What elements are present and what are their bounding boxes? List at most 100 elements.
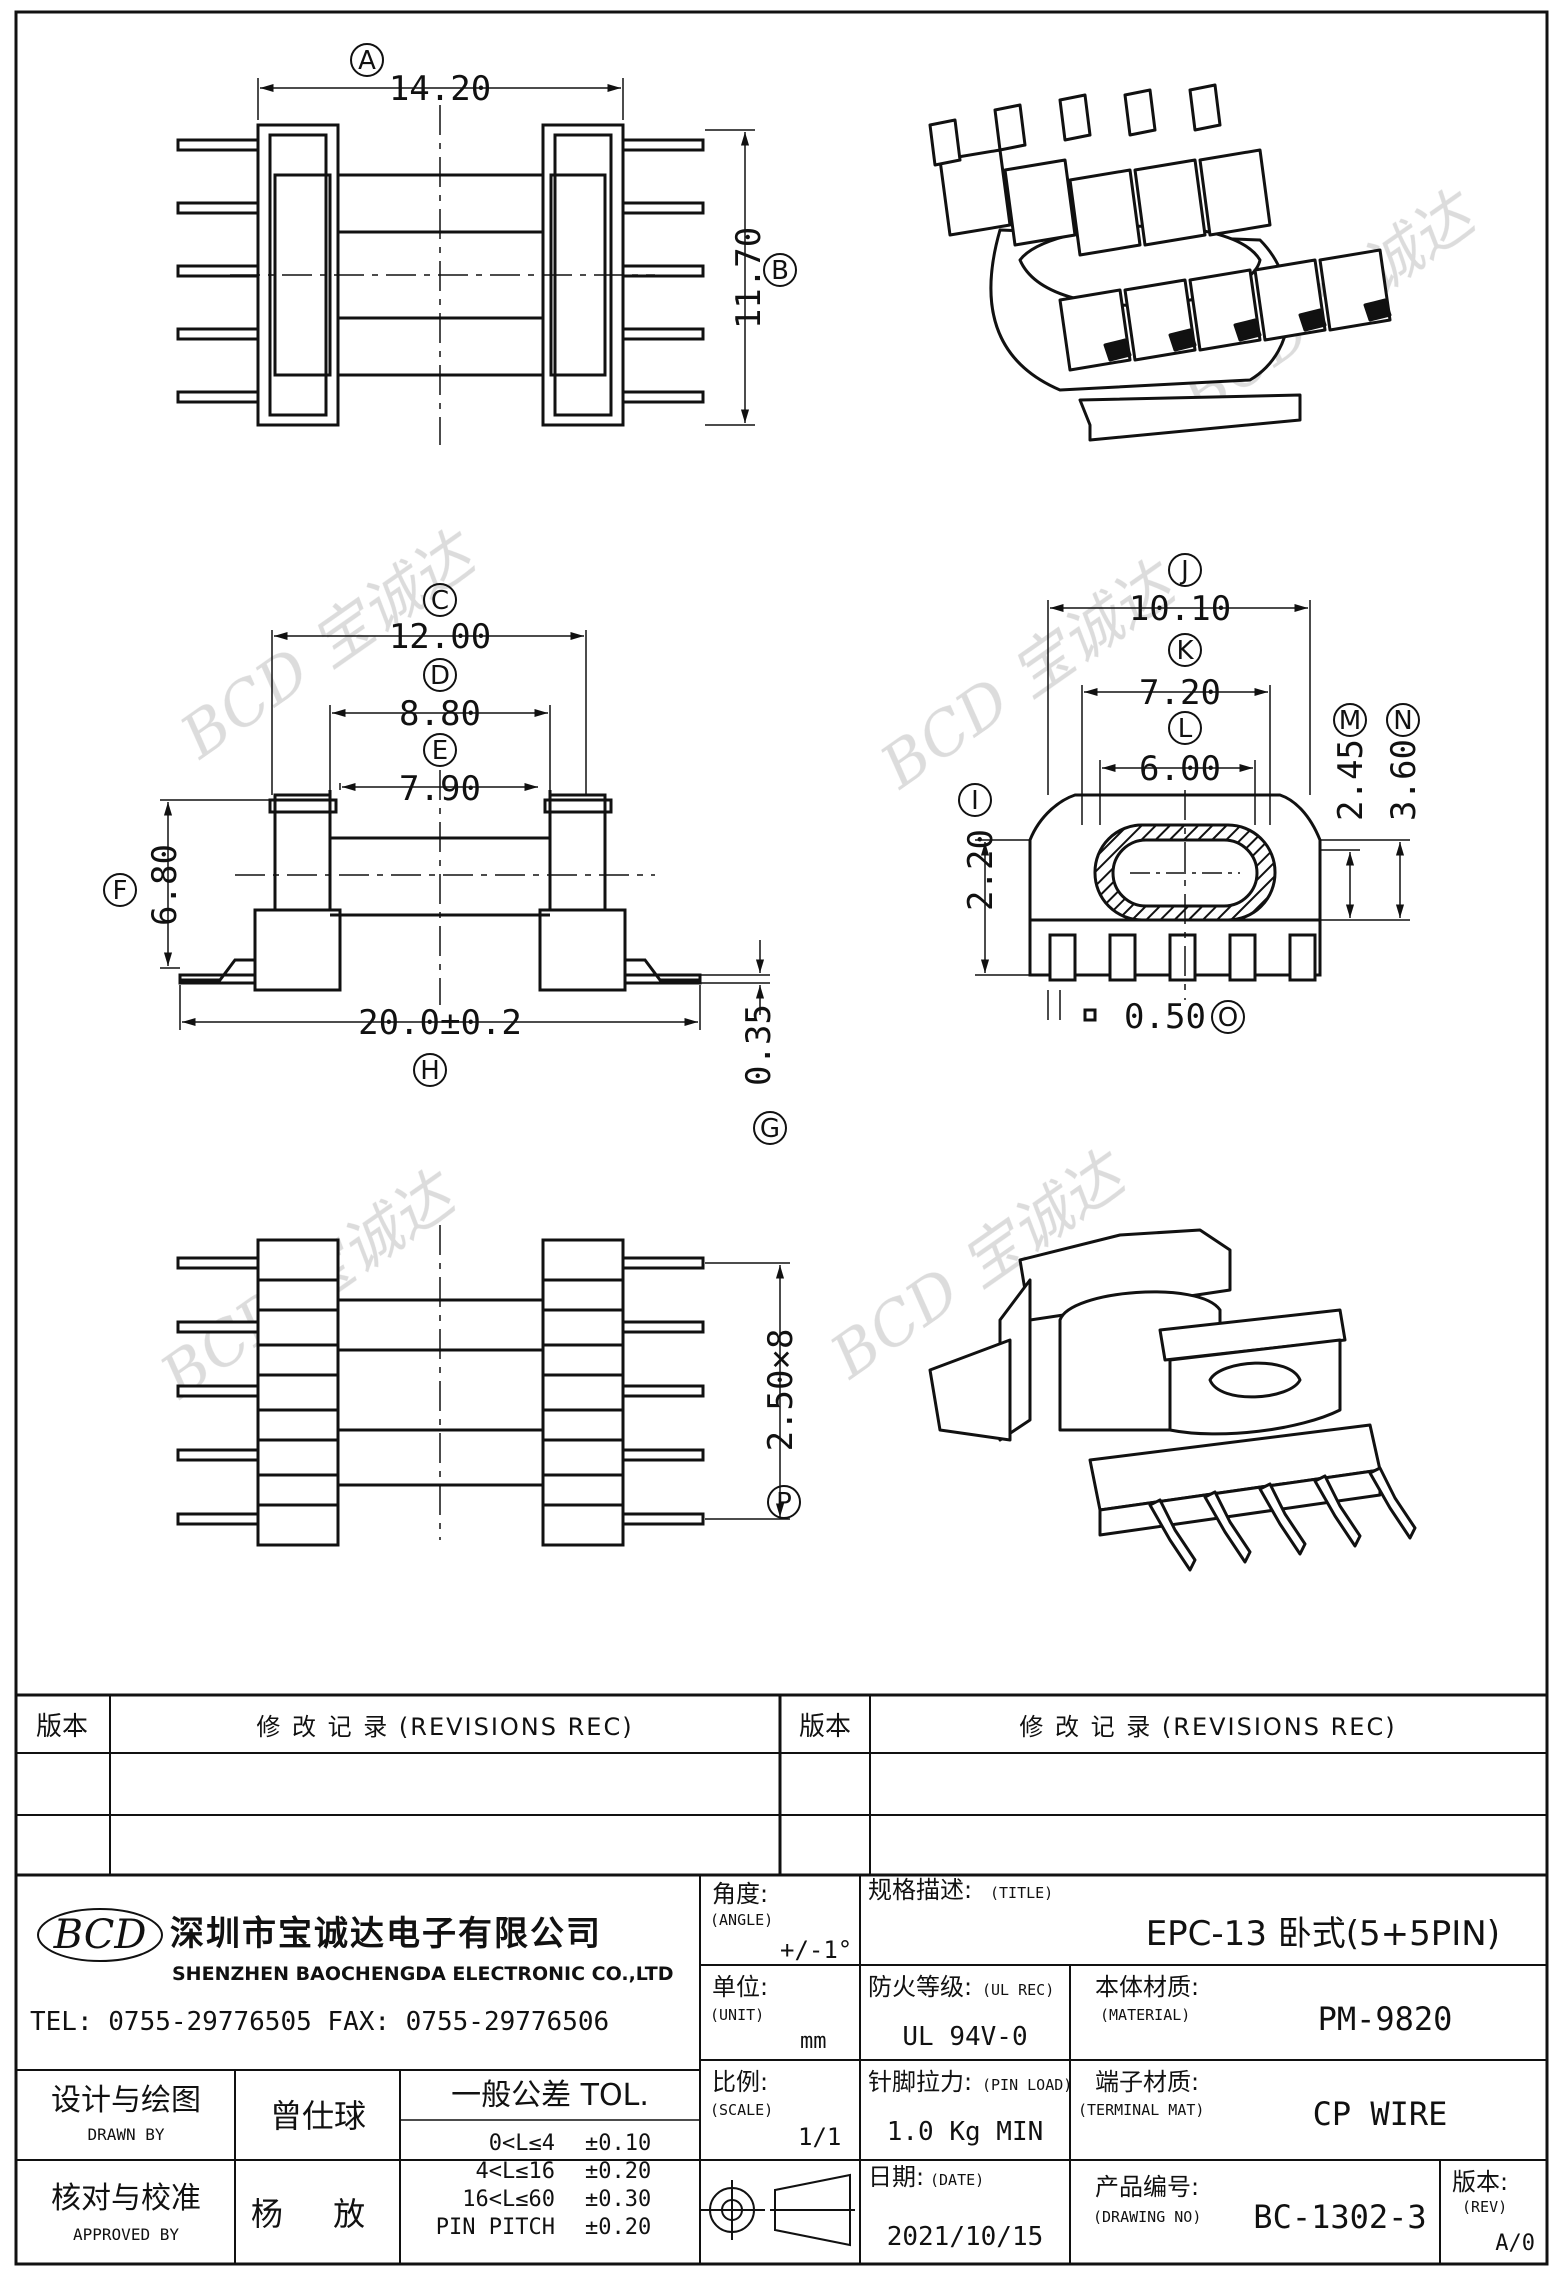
side-view	[975, 600, 1410, 1022]
watermark: BCD 宝诚达 BCD 宝诚达 BCD 宝诚达 BCD 宝诚达 BCD 宝诚达	[148, 177, 1492, 1413]
svg-text:11.70: 11.70	[729, 227, 769, 329]
ul-value: UL 94V-0	[902, 2022, 1027, 2052]
company-logo: BCD	[37, 1908, 163, 1962]
tolerance-title: 一般公差 TOL.	[451, 2078, 649, 2113]
svg-text:L: L	[1178, 714, 1193, 744]
svg-text:E: E	[432, 736, 448, 766]
dim-k: K 7.20	[1139, 633, 1221, 713]
dim-f: F 6.80	[103, 844, 185, 926]
terminal-sub: (TERMINAL MAT)	[1078, 2101, 1204, 2119]
dim-h: 20.0±0.2 H	[358, 1003, 522, 1087]
tolerance-row-tol: ±0.30	[585, 2187, 651, 2212]
drawing-no-value: BC-1302-3	[1253, 2198, 1426, 2236]
ul-sub: (UL REC)	[982, 1981, 1054, 1999]
dim-e: E 7.90	[399, 733, 481, 809]
unit-sub: (UNIT)	[710, 2006, 764, 2024]
dim-i: I 2.20	[958, 783, 1001, 911]
tolerance-row-range: 4<L≤16	[476, 2159, 555, 2184]
pin-load-label: 针脚拉力:	[868, 2068, 972, 2096]
rev-label: 版本:	[1452, 2168, 1508, 2196]
tolerance-row-tol: ±0.20	[585, 2215, 651, 2240]
angle-sub: (ANGLE)	[710, 1911, 773, 1929]
dim-m: M 2.45	[1331, 703, 1371, 821]
ul-label: 防火等级:	[868, 1973, 972, 2001]
rev-records-header-right: 修 改 记 录 (REVISIONS REC)	[1019, 1713, 1396, 1741]
svg-text:20.0±0.2: 20.0±0.2	[358, 1003, 522, 1043]
dim-g: 0.35 G	[739, 1004, 787, 1145]
dim-j: J 10.10	[1129, 553, 1231, 629]
tolerance-row-range: 16<L≤60	[462, 2187, 555, 2212]
date-label: 日期:	[868, 2163, 924, 2191]
material-label: 本体材质:	[1095, 1973, 1199, 2001]
title-block	[14, 1693, 1549, 2266]
top-view	[176, 78, 755, 445]
svg-text:10.10: 10.10	[1129, 589, 1231, 629]
dim-d: D 8.80	[399, 658, 481, 734]
approved-by-sub: APPROVED BY	[73, 2225, 179, 2244]
svg-text:M: M	[1339, 706, 1361, 736]
top-view-pins-right	[621, 138, 705, 404]
unit-value: mm	[800, 2029, 827, 2054]
dim-l: L 6.00	[1139, 711, 1221, 789]
svg-text:2.45: 2.45	[1331, 739, 1371, 821]
unit-label: 单位:	[712, 1973, 768, 2001]
scale-value: 1/1	[798, 2123, 841, 2151]
terminal-value: CP WIRE	[1313, 2095, 1448, 2133]
svg-text:N: N	[1393, 706, 1412, 736]
bottom-view	[176, 1225, 790, 1547]
svg-text:P: P	[776, 1488, 792, 1518]
svg-text:2.20: 2.20	[961, 829, 1001, 911]
company-name-en: SHENZHEN BAOCHENGDA ELECTRONIC CO.,LTD	[172, 1963, 673, 1985]
company-contact: TEL: 0755-29776505 FAX: 0755-29776506	[30, 2007, 609, 2037]
angle-value: +/-1°	[780, 1936, 852, 1964]
dim-b: 11.70 B	[729, 227, 797, 329]
svg-text:I: I	[971, 786, 979, 816]
bottom-view-pins-right	[621, 1256, 705, 1526]
dim-a: A 14.20	[350, 43, 491, 109]
rev-version-header-right: 版本	[799, 1712, 851, 1742]
top-view-pins-left	[176, 138, 260, 404]
rev-records-header-left: 修 改 记 录 (REVISIONS REC)	[256, 1713, 633, 1741]
svg-text:D: D	[430, 661, 450, 691]
rev-sub: (REV)	[1462, 2198, 1507, 2216]
svg-text:3.60: 3.60	[1384, 739, 1424, 821]
svg-text:B: B	[771, 256, 789, 286]
tolerance-row-tol: ±0.20	[585, 2159, 651, 2184]
material-sub: (MATERIAL)	[1100, 2006, 1190, 2024]
svg-text:6.00: 6.00	[1139, 749, 1221, 789]
company-name-cn: 深圳市宝诚达电子有限公司	[170, 1914, 602, 1954]
drawing-no-sub: (DRAWING NO)	[1093, 2208, 1201, 2226]
svg-text:2.50×8: 2.50×8	[761, 1329, 801, 1452]
isometric-view-top	[928, 83, 1392, 442]
drawn-by-sub: DRAWN BY	[87, 2125, 164, 2144]
svg-text:6.80: 6.80	[145, 844, 185, 926]
title-sub: (TITLE)	[990, 1884, 1053, 1902]
svg-text:F: F	[113, 876, 128, 906]
title-value: EPC-13 卧式(5+5PIN)	[1146, 1914, 1500, 1954]
svg-text:8.80: 8.80	[399, 694, 481, 734]
front-view	[160, 630, 770, 1030]
tolerance-row-range: 0<L≤4	[489, 2131, 555, 2156]
approved-by-label: 核对与校准	[51, 2181, 201, 2216]
pin-load-value: 1.0 Kg MIN	[887, 2117, 1044, 2147]
tolerance-row-tol: ±0.10	[585, 2131, 651, 2156]
svg-text:0.50: 0.50	[1124, 997, 1206, 1037]
svg-text:K: K	[1176, 636, 1194, 666]
svg-text:0.35: 0.35	[739, 1004, 779, 1086]
tolerance-row-range: PIN PITCH	[436, 2215, 555, 2240]
approved-by-name: 杨 放	[251, 2195, 385, 2233]
svg-text:7.90: 7.90	[399, 769, 481, 809]
date-sub: (DATE)	[930, 2171, 984, 2189]
angle-label: 角度:	[712, 1880, 768, 1908]
title-label: 规格描述:	[868, 1876, 972, 1904]
svg-text:G: G	[760, 1114, 780, 1144]
pin-load-sub: (PIN LOAD)	[982, 2076, 1072, 2094]
svg-text:O: O	[1218, 1003, 1238, 1033]
projection-symbol-icon	[700, 2173, 855, 2247]
material-value: PM-9820	[1318, 2000, 1453, 2038]
drawn-by-label: 设计与绘图	[51, 2083, 201, 2118]
svg-text:C: C	[431, 586, 449, 616]
drawing-no-label: 产品编号:	[1095, 2173, 1199, 2201]
svg-text:H: H	[420, 1056, 440, 1086]
scale-label: 比例:	[712, 2068, 768, 2096]
